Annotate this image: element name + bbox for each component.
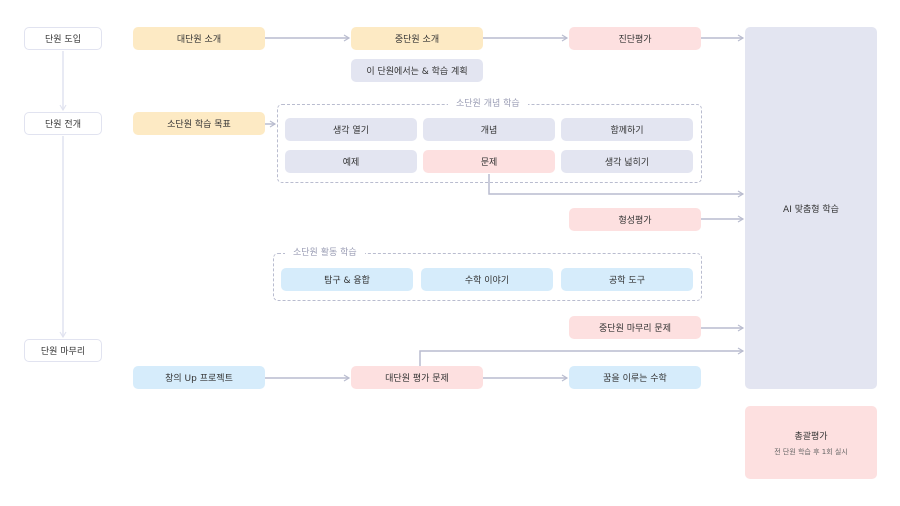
summative-note: 전 단원 학습 후 1회 실시 xyxy=(774,447,848,456)
stage-intro: 단원 도입 xyxy=(24,27,102,50)
concept-group-label: 소단원 개념 학습 xyxy=(448,98,528,110)
concept-item: 생각 열기 xyxy=(285,118,417,141)
stage-wrapup: 단원 마무리 xyxy=(24,339,102,362)
dream-math-node: 꿈을 이루는 수학 xyxy=(569,366,701,389)
activity-learning-group xyxy=(273,253,702,301)
big-unit-intro-node: 대단원 소개 xyxy=(133,27,265,50)
mid-unit-review-node: 중단원 마무리 문제 xyxy=(569,316,701,339)
creative-project-node: 창의 Up 프로젝트 xyxy=(133,366,265,389)
activity-item: 탐구 & 융합 xyxy=(281,268,413,291)
activity-group-label: 소단원 활동 학습 xyxy=(285,247,365,259)
summative-title: 총괄평가 xyxy=(794,431,828,442)
concept-item: 문제 xyxy=(423,150,555,173)
learning-goal-node: 소단원 학습 목표 xyxy=(133,112,265,135)
concept-item: 함께하기 xyxy=(561,118,693,141)
formative-eval-node: 형성평가 xyxy=(569,208,701,231)
mid-unit-intro-node: 중단원 소개 xyxy=(351,27,483,50)
diagnostic-eval-node: 진단평가 xyxy=(569,27,701,50)
concept-item: 예제 xyxy=(285,150,417,173)
big-unit-eval-node: 대단원 평가 문제 xyxy=(351,366,483,389)
concept-item: 개념 xyxy=(423,118,555,141)
activity-item: 공학 도구 xyxy=(561,268,693,291)
stage-development: 단원 전개 xyxy=(24,112,102,135)
activity-item: 수학 이야기 xyxy=(421,268,553,291)
summative-eval-node: 총괄평가 전 단원 학습 후 1회 실시 xyxy=(745,406,877,479)
ai-learning-panel: AI 맞춤형 학습 xyxy=(745,27,877,389)
concept-item: 생각 넓히기 xyxy=(561,150,693,173)
learning-plan-node: 이 단원에서는 & 학습 계획 xyxy=(351,59,483,82)
